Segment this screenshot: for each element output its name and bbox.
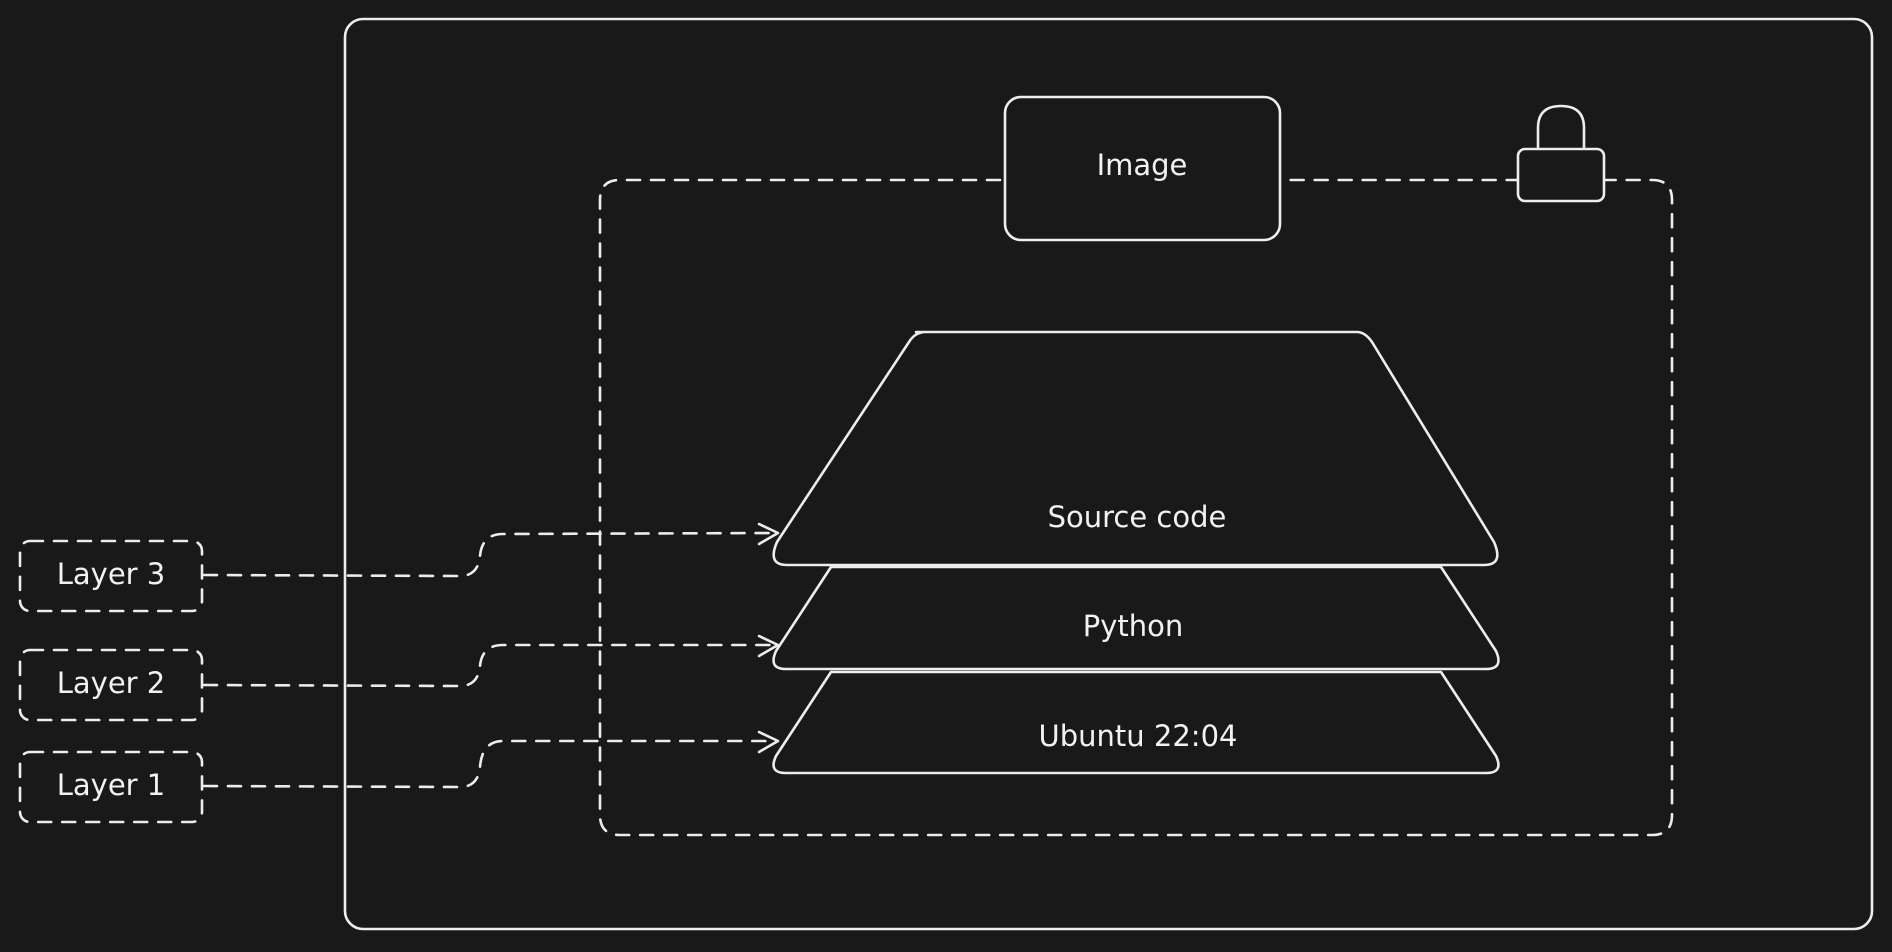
image-node: Image — [1003, 95, 1282, 242]
lock-icon — [1516, 104, 1606, 203]
layer-box-1: Layer 1 — [18, 750, 204, 824]
connector-layer-1 — [202, 739, 777, 789]
layer-box-2-label: Layer 2 — [57, 666, 166, 700]
layer-box-3-label: Layer 3 — [57, 557, 166, 591]
layer-box-1-label: Layer 1 — [57, 768, 166, 802]
stack-ubuntu: Ubuntu 22:04 — [772, 670, 1500, 775]
arrowhead-layer-2 — [757, 634, 780, 658]
stack-ubuntu-label: Ubuntu 22:04 — [1039, 719, 1238, 753]
stack-python: Python — [772, 565, 1500, 671]
outer-container — [343, 17, 1874, 931]
image-label: Image — [1097, 148, 1188, 182]
stack-python-label: Python — [1083, 609, 1184, 643]
stack-source-code: Source code — [772, 330, 1499, 567]
stack-source-code-label: Source code — [1048, 500, 1227, 534]
layer-box-3: Layer 3 — [18, 539, 204, 613]
arrowhead-layer-1 — [757, 730, 780, 754]
image-boundary — [598, 178, 1674, 837]
layer-box-2: Layer 2 — [18, 648, 204, 722]
connector-layer-3 — [202, 531, 777, 578]
arrowhead-layer-3 — [757, 522, 780, 546]
connector-layer-2 — [202, 643, 777, 688]
